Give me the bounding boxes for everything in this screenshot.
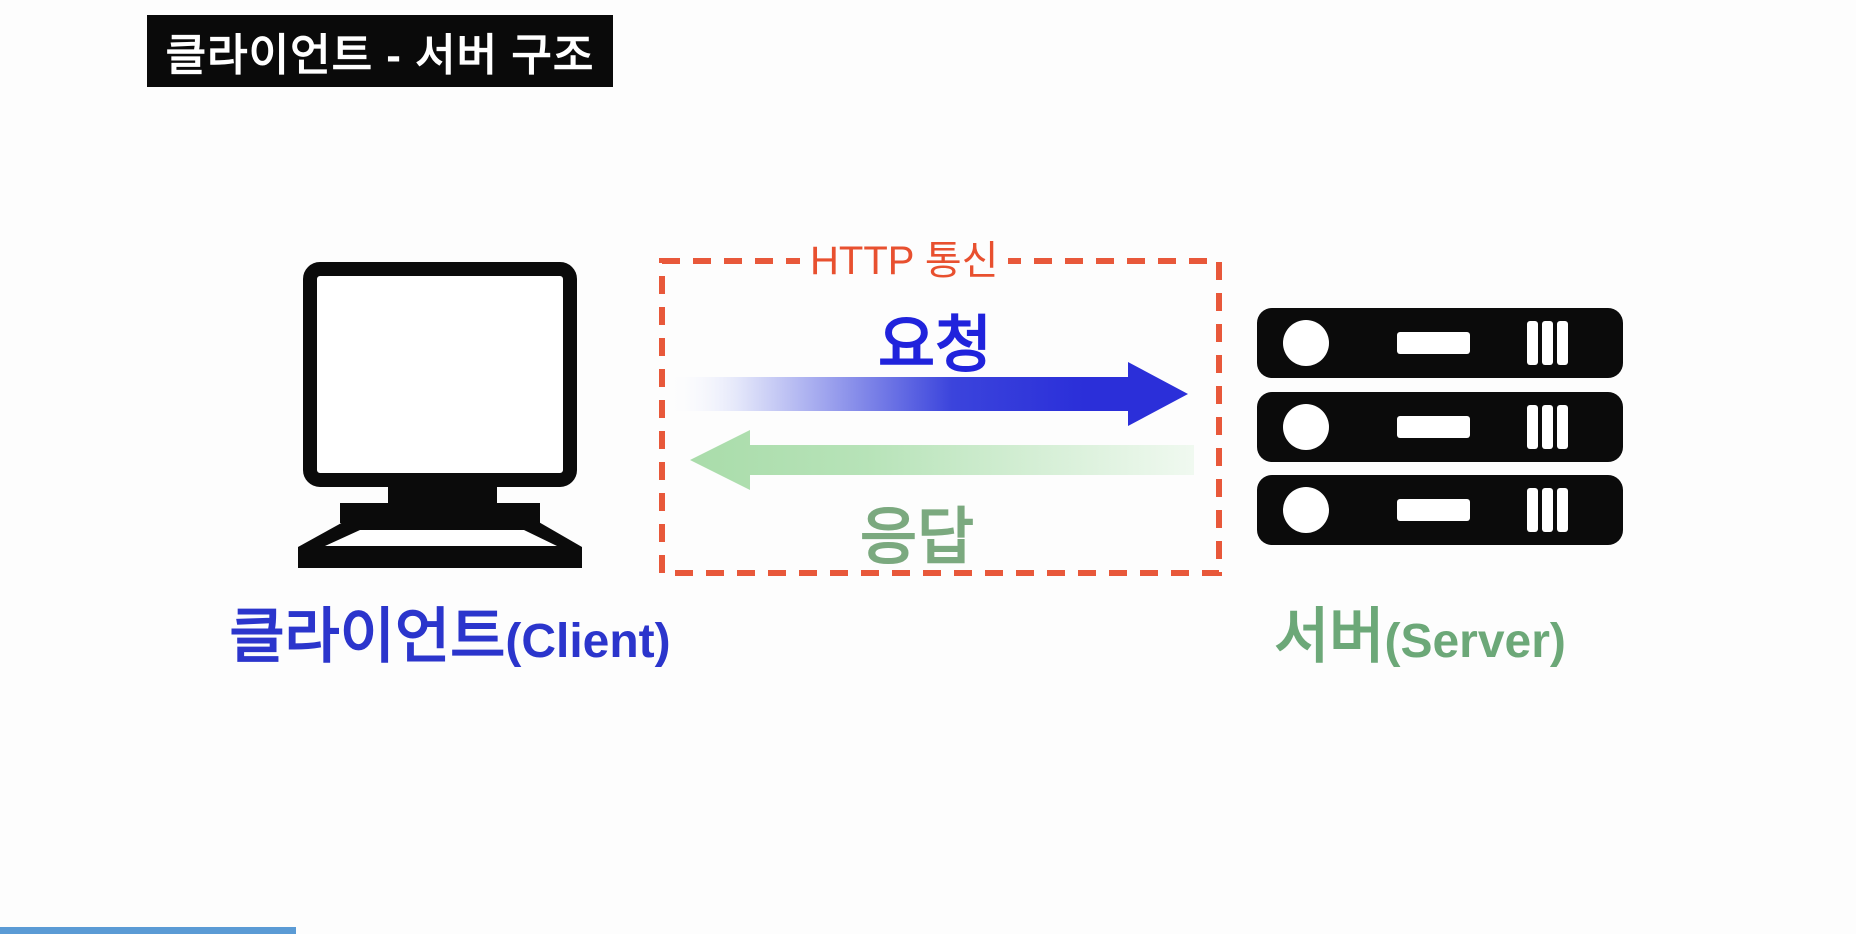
server-label-korean: 서버 (1274, 603, 1385, 670)
page-title: 클라이언트 - 서버 구조 (147, 15, 613, 87)
server-unit (1257, 392, 1623, 462)
server-unit (1257, 308, 1623, 378)
http-zone-label: HTTP 통신 (800, 233, 1009, 283)
desktop-computer-icon (298, 262, 582, 568)
client-label-english: (Client) (505, 615, 671, 668)
http-zone-border (659, 258, 1222, 576)
server-stack-icon (1257, 308, 1623, 545)
server-unit (1257, 475, 1623, 545)
http-zone-label-text: HTTP 통신 (810, 239, 999, 283)
request-label: 요청 (877, 311, 993, 380)
response-label: 응답 (859, 503, 975, 572)
request-arrow-icon (664, 362, 1188, 426)
response-arrow-icon (690, 430, 1194, 490)
server-label: 서버(Server) (1190, 604, 1650, 670)
video-progress-bar[interactable] (0, 927, 296, 934)
page-title-text: 클라이언트 - 서버 구조 (165, 31, 595, 80)
client-label: 클라이언트(Client) (180, 604, 720, 670)
client-label-korean: 클라이언트 (229, 603, 506, 670)
server-label-english: (Server) (1384, 615, 1566, 668)
